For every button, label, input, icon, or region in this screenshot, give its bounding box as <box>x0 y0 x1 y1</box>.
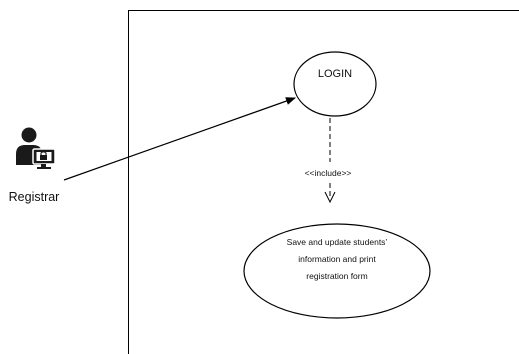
include-arrowhead <box>324 191 336 204</box>
association-arrow <box>63 97 296 181</box>
use-case-save-line-1: Save and update students’ <box>287 237 388 247</box>
use-case-save-update <box>243 223 431 319</box>
system-boundary <box>128 10 519 354</box>
include-label: <<include>> <box>305 168 352 178</box>
actor-name: Registrar <box>9 190 60 204</box>
use-case-save-line-3: registration form <box>306 271 367 281</box>
use-case-login <box>293 51 377 117</box>
use-case-save-line-2: information and print <box>298 254 376 264</box>
user-with-computer-icon <box>16 127 56 169</box>
use-case-login-label: LOGIN <box>318 68 352 80</box>
